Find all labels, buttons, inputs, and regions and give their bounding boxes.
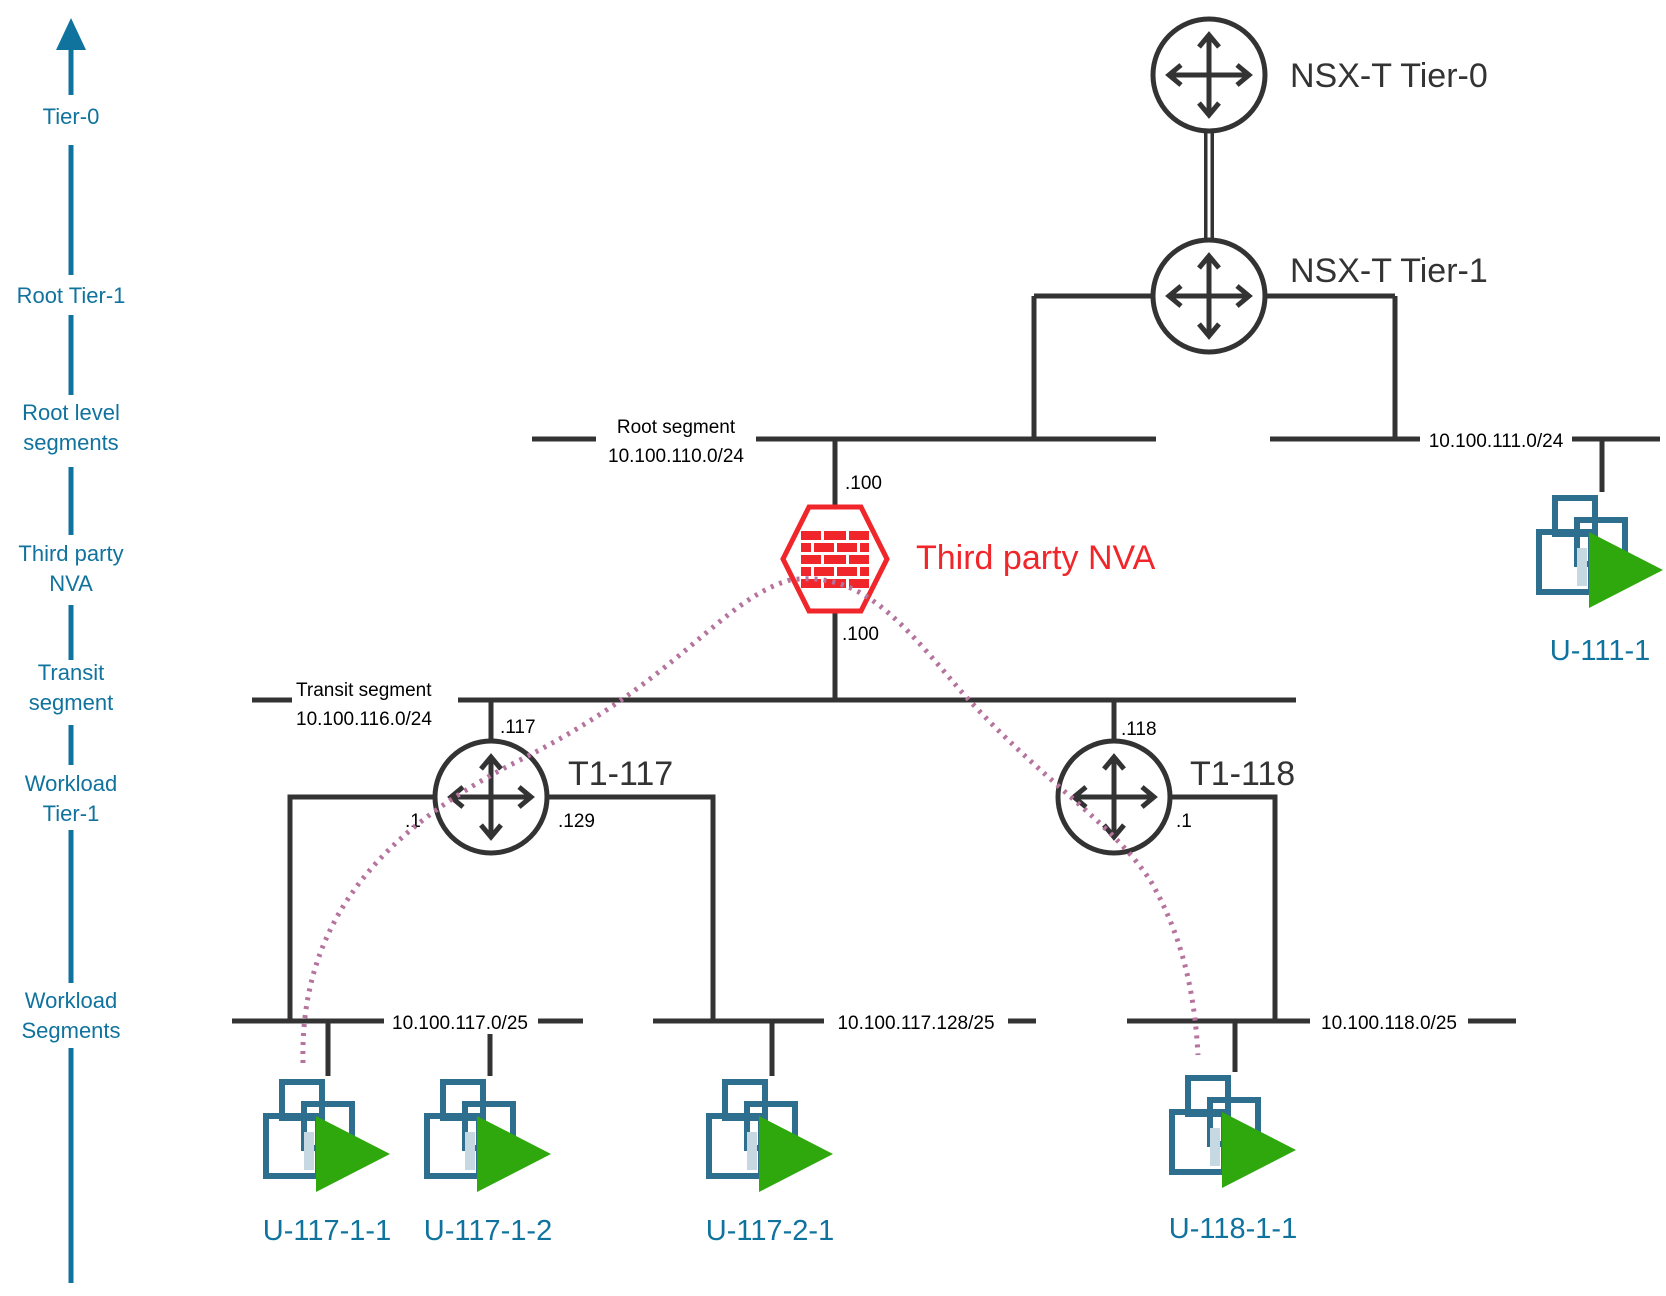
vm-u118-1-1[interactable] — [1172, 1078, 1296, 1188]
t1-117-label: T1-117 — [568, 755, 673, 793]
root-segment: Root segment 10.100.110.0/24 — [532, 293, 1156, 467]
root-segment-cidr: 10.100.110.0/24 — [608, 446, 744, 467]
segment-117-128-cidr: 10.100.117.128/25 — [837, 1013, 994, 1034]
t118-downlink — [1170, 794, 1278, 1021]
nva-top-ip: .100 — [845, 473, 882, 494]
vm-u118-1-1-label: U-118-1-1 — [1169, 1213, 1297, 1245]
vm-u117-1-1-label: U-117-1-1 — [263, 1215, 391, 1247]
vm-icon — [266, 1082, 390, 1192]
vm-icon — [1172, 1078, 1296, 1188]
vm-u111-1[interactable] — [1539, 498, 1663, 608]
nva-label: Third party NVA — [916, 539, 1156, 577]
vm-u111-1-label: U-111-1 — [1550, 635, 1650, 667]
vm-icon — [709, 1082, 833, 1192]
transit-segment: Transit segment 10.100.116.0/24 — [252, 675, 1296, 731]
t117-right-ip: .129 — [558, 811, 595, 832]
root-segment-name: Root segment — [617, 417, 736, 438]
transit-segment-name: Transit segment — [296, 680, 432, 701]
tier1-router-label: NSX-T Tier-1 — [1290, 252, 1488, 290]
vm-u117-2-1[interactable] — [709, 1082, 833, 1192]
t117-uplink-ip: .117 — [500, 717, 536, 738]
t1-117-router[interactable] — [432, 738, 550, 856]
segment-111: 10.100.111.0/24 — [1262, 293, 1660, 492]
tier0-router[interactable] — [1150, 16, 1268, 134]
vm-u117-1-1[interactable] — [266, 1082, 390, 1192]
nva-bottom-ip: .100 — [842, 624, 879, 645]
segment-118-0: 10.100.118.0/25 — [1127, 1010, 1516, 1072]
tier0-router-label: NSX-T Tier-0 — [1290, 57, 1488, 95]
firewall-icon — [801, 531, 869, 588]
vm-icon — [1539, 498, 1663, 608]
t117-left-ip: .1 — [405, 811, 421, 832]
segment-111-cidr: 10.100.111.0/24 — [1429, 431, 1564, 452]
level-tier0-label: Tier-0 — [43, 104, 100, 129]
tier1-router[interactable] — [1150, 237, 1268, 355]
arrow-up-icon — [56, 18, 86, 50]
nva-firewall[interactable] — [780, 504, 890, 614]
t118-down-ip: .1 — [1176, 811, 1192, 832]
segment-118-0-cidr: 10.100.118.0/25 — [1321, 1013, 1457, 1034]
level-root-tier1-label: Root Tier-1 — [17, 283, 126, 308]
vm-u117-2-1-label: U-117-2-1 — [706, 1215, 834, 1247]
vm-icon — [427, 1082, 551, 1192]
segment-117-128: 10.100.117.128/25 — [653, 1010, 1036, 1076]
t117-downlinks — [287, 794, 716, 1021]
vm-u117-1-2-label: U-117-1-2 — [424, 1215, 552, 1247]
t1-118-label: T1-118 — [1190, 755, 1295, 793]
segment-117-0: 10.100.117.0/25 — [232, 1010, 583, 1076]
transit-segment-cidr: 10.100.116.0/24 — [296, 709, 432, 730]
vm-u117-1-2[interactable] — [427, 1082, 551, 1192]
segment-117-0-cidr: 10.100.117.0/25 — [392, 1013, 528, 1034]
t118-uplink-ip: .118 — [1121, 719, 1157, 740]
t1-118-router[interactable] — [1055, 738, 1173, 856]
